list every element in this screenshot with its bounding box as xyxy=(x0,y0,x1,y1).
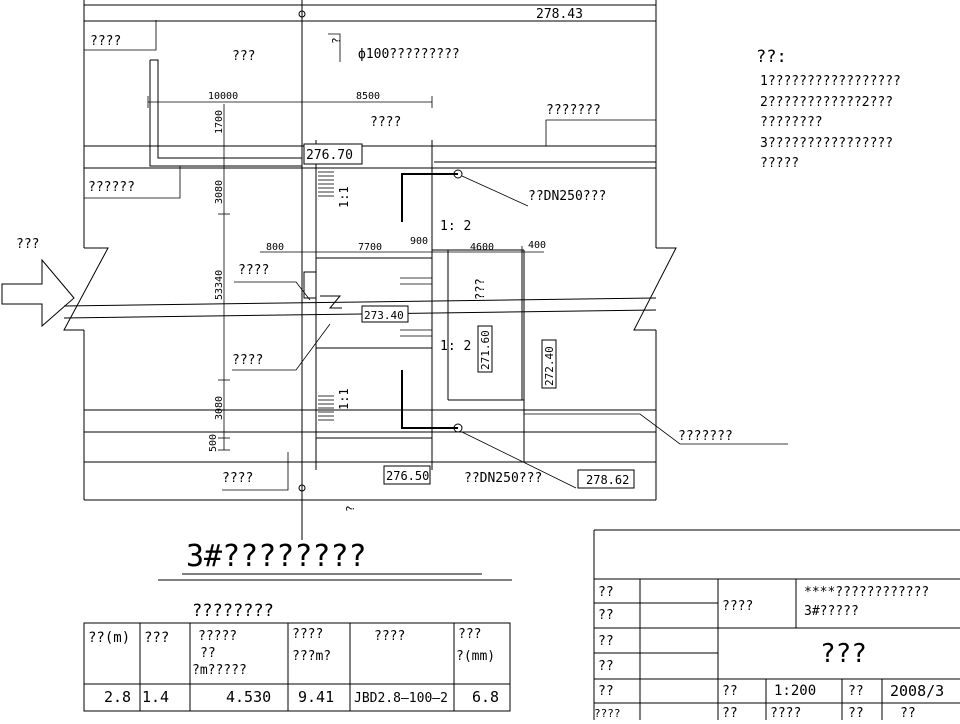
tb-bottom-label-2: ???? xyxy=(770,706,801,720)
callout-c6: ??? xyxy=(16,237,39,252)
spec-header-3-l3: ?m????? xyxy=(192,663,247,678)
tb-bottom-label-3: ?? xyxy=(848,706,864,720)
tb-bottom-label-1: ?? xyxy=(722,706,738,720)
dim-top-left: 10000 xyxy=(208,91,238,102)
spec-cell-5: JBD2.8—100—2 xyxy=(354,691,448,706)
spec-header-2: ??? xyxy=(144,630,169,646)
dim-53340: 53340 xyxy=(214,270,225,300)
drawing-text: 278.43 ???? ??? ф100????????? ???? ?????… xyxy=(16,7,733,512)
spec-cell-6: 6.8 xyxy=(472,688,499,706)
dimension-lines xyxy=(147,96,544,451)
title-block: ?? ?? ?? ?? ?? ???? ???? ****???????????… xyxy=(593,529,960,721)
spec-header-4-l2: ???m? xyxy=(292,649,331,664)
spec-header-4-l1: ???? xyxy=(292,627,323,642)
callout-c10: ???? xyxy=(222,471,253,486)
notes-line-4: 3???????????????? xyxy=(760,136,893,151)
spec-header-6-l2: ?(mm) xyxy=(456,649,495,664)
notes-line-2: 2????????????2??? xyxy=(760,95,893,110)
tb-scale: 1:200 xyxy=(774,683,816,699)
elev-bottom-box: 276.50 xyxy=(386,469,429,483)
tb-date: 2008/3 xyxy=(890,682,944,700)
elev-bottom-right: 278.62 xyxy=(586,473,629,487)
tb-row-label-1: ?? xyxy=(722,684,738,699)
callout-c2: ??? xyxy=(232,49,255,64)
notes-line-1: 1????????????????? xyxy=(760,74,901,89)
dim-800: 800 xyxy=(266,242,284,253)
spec-cell-2: 1.4 xyxy=(142,688,169,706)
tb-bottom-label-4: ?? xyxy=(900,706,916,720)
dn250-lower-label: ??DN250??? xyxy=(464,471,542,486)
tb-project-line-2: 3#????? xyxy=(804,604,859,619)
dim-7700: 7700 xyxy=(358,242,382,253)
pipe-note: ф100????????? xyxy=(358,47,460,62)
elev-mid-vertical: 271.60 xyxy=(479,330,492,370)
tb-left-label-2: ?? xyxy=(598,608,614,623)
spec-table-caption: ???????? xyxy=(192,601,274,621)
tb-left-label-5: ?? xyxy=(598,684,614,699)
spec-header-6-l1: ??? xyxy=(458,627,481,642)
tb-drawing-name: ??? xyxy=(820,639,867,669)
top-level-label: 278.43 xyxy=(536,7,583,22)
callout-c8: ???? xyxy=(232,353,263,368)
dim-500: 500 xyxy=(208,434,219,452)
tb-sign-label: ???? xyxy=(722,599,753,614)
spec-header-5: ???? xyxy=(374,629,405,644)
callout-c3: ???? xyxy=(370,115,401,130)
axis-marker-top: ? xyxy=(330,37,343,44)
tb-left-label-3: ?? xyxy=(598,634,614,649)
elev-center: 273.40 xyxy=(364,309,404,322)
dim-4600: 4600 xyxy=(470,242,494,253)
notes-block: ??: 1????????????????? 2????????????2???… xyxy=(756,47,901,171)
callout-c1: ???? xyxy=(90,34,121,49)
callout-c5: ?????? xyxy=(88,180,135,195)
slope-upper-left: 1:1 xyxy=(337,186,351,208)
spec-cell-4: 9.41 xyxy=(298,688,334,706)
slope-lower-left: 1:1 xyxy=(337,388,351,410)
dim-3080-upper: 3080 xyxy=(214,180,225,204)
slope-lower-right: 1: 2 xyxy=(440,339,471,354)
tb-left-label-6: ???? xyxy=(594,707,621,720)
callout-c7: ???? xyxy=(238,263,269,278)
callout-c9: ??????? xyxy=(678,429,733,444)
spec-cell-3: 4.530 xyxy=(226,688,271,706)
tb-left-label-1: ?? xyxy=(598,585,614,600)
spec-header-3-l1: ????? xyxy=(198,629,237,644)
spec-table: ???????? ??(m) ??? ????? ?? ?m????? ????… xyxy=(83,601,511,712)
spec-header-1: ??(m) xyxy=(88,630,130,646)
dim-1700: 1700 xyxy=(214,110,225,134)
elev-top-box: 276.70 xyxy=(306,148,353,163)
dim-top-right: 8500 xyxy=(356,91,380,102)
dn250-upper-label: ??DN250??? xyxy=(528,189,606,204)
main-title: 3#???????? xyxy=(186,539,367,574)
dim-3080-lower: 3080 xyxy=(214,396,225,420)
elev-right-vertical: 272.40 xyxy=(543,346,556,386)
tb-project-line-1: ****???????????? xyxy=(804,585,929,600)
leader-lines xyxy=(84,20,788,491)
dim-900: 900 xyxy=(410,236,428,247)
tb-row-label-3: ?? xyxy=(848,684,864,699)
spec-cell-1: 2.8 xyxy=(104,688,131,706)
vertical-tag: ??? xyxy=(473,278,487,300)
notes-line-5: ????? xyxy=(760,156,799,171)
slope-upper-right: 1: 2 xyxy=(440,219,471,234)
axis-marker-bottom: ? xyxy=(344,505,357,512)
notes-heading: ??: xyxy=(756,47,787,67)
structure-lines xyxy=(1,0,677,540)
dim-400: 400 xyxy=(528,240,546,251)
notes-line-3: ???????? xyxy=(760,115,823,130)
elevation-boxes xyxy=(303,143,635,489)
main-title-block: 3#???????? xyxy=(158,539,512,581)
callout-c4: ??????? xyxy=(546,103,601,118)
spec-header-3-l2: ?? xyxy=(200,646,216,661)
tb-left-label-4: ?? xyxy=(598,659,614,674)
